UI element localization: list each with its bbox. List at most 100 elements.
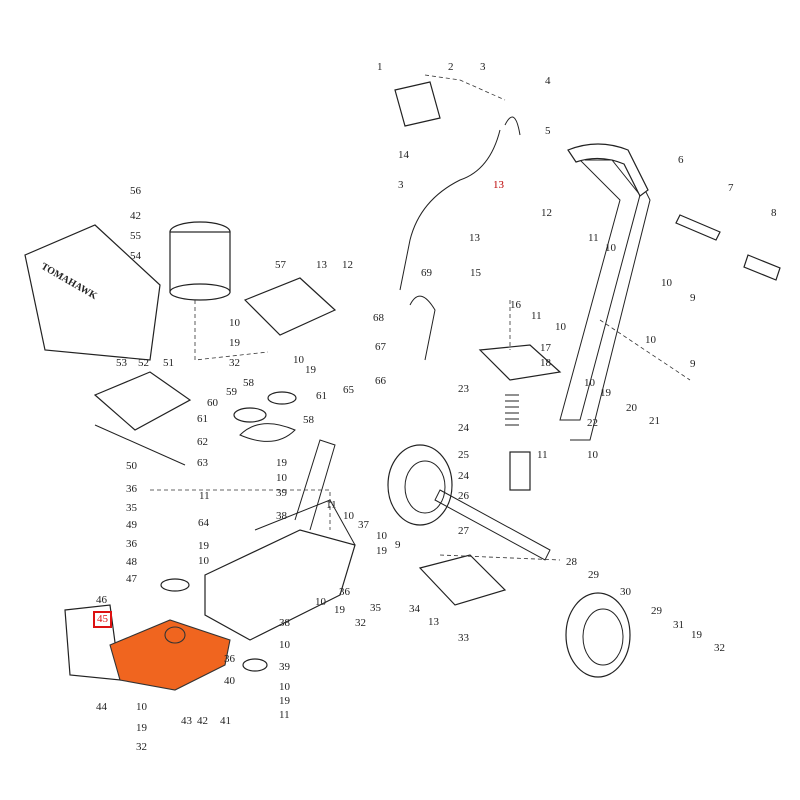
callout-10: 10: [279, 681, 290, 693]
callout-10: 10: [605, 242, 616, 254]
callout-29: 29: [651, 605, 662, 617]
callout-19: 19: [279, 695, 290, 707]
callout-32: 32: [714, 642, 725, 654]
callout-26: 26: [458, 490, 469, 502]
callout-56: 56: [130, 185, 141, 197]
callout-10: 10: [279, 639, 290, 651]
callout-13: 13: [428, 616, 439, 628]
callout-69: 69: [421, 267, 432, 279]
callout-52: 52: [138, 357, 149, 369]
callout-61: 61: [197, 413, 208, 425]
callout-36: 36: [126, 538, 137, 550]
callout-17: 17: [540, 342, 551, 354]
callout-9: 9: [690, 292, 696, 304]
callout-22: 22: [587, 417, 598, 429]
callout-31: 31: [673, 619, 684, 631]
callout-32: 32: [355, 617, 366, 629]
spring-23: [505, 394, 519, 426]
callout-10: 10: [198, 555, 209, 567]
callout-7: 7: [728, 182, 734, 194]
callout-43: 43: [181, 715, 192, 727]
belt-guard-53: [24, 224, 161, 361]
callout-42: 42: [197, 715, 208, 727]
throttle-lever: [409, 295, 436, 361]
callout-25: 25: [458, 449, 469, 461]
callout-10: 10: [587, 449, 598, 461]
callout-65: 65: [343, 384, 354, 396]
callout-37: 37: [358, 519, 369, 531]
callout-19: 19: [305, 364, 316, 376]
callout-3: 3: [398, 179, 404, 191]
callout-11: 11: [199, 490, 210, 502]
callout-5: 5: [545, 125, 551, 137]
callout-61: 61: [316, 390, 327, 402]
callout-47: 47: [126, 573, 137, 585]
callout-54: 54: [130, 250, 141, 262]
callout-19: 19: [198, 540, 209, 552]
callout-58: 58: [303, 414, 314, 426]
callout-63: 63: [197, 457, 208, 469]
callout-19: 19: [600, 387, 611, 399]
callout-10: 10: [136, 701, 147, 713]
callout-35: 35: [370, 602, 381, 614]
callout-32: 32: [136, 741, 147, 753]
callout-10: 10: [555, 321, 566, 333]
callout-24: 24: [458, 470, 469, 482]
callout-9: 9: [690, 358, 696, 370]
callout-11: 11: [537, 449, 548, 461]
callout-19: 19: [229, 337, 240, 349]
callout-30: 30: [620, 586, 631, 598]
rear-wheel-right: [565, 592, 631, 678]
callout-2: 2: [448, 61, 454, 73]
callout-34: 34: [409, 603, 420, 615]
callout-60: 60: [207, 397, 218, 409]
callout-19: 19: [691, 629, 702, 641]
callout-10: 10: [645, 334, 656, 346]
assembly-line: [194, 300, 269, 361]
callout-10: 10: [343, 510, 354, 522]
callout-68: 68: [373, 312, 384, 324]
callout-50: 50: [126, 460, 137, 472]
assembly-line: [599, 319, 691, 381]
callout-12: 12: [342, 259, 353, 271]
callout-13: 13: [316, 259, 327, 271]
callout-49: 49: [126, 519, 137, 531]
callout-1: 1: [377, 61, 383, 73]
engine-54: [169, 221, 231, 301]
callout-23: 23: [458, 383, 469, 395]
callout-48: 48: [126, 556, 137, 568]
callout-38: 38: [276, 510, 287, 522]
axle-bracket-34: [418, 554, 507, 606]
control-cable: [399, 116, 521, 291]
callout-42: 42: [130, 210, 141, 222]
callout-24: 24: [458, 422, 469, 434]
pulley-assembly: [233, 391, 297, 442]
callout-39: 39: [276, 487, 287, 499]
callout-9: 9: [395, 539, 401, 551]
callout-10: 10: [293, 354, 304, 366]
callout-14: 14: [398, 149, 409, 161]
callout-51: 51: [163, 357, 174, 369]
callout-15: 15: [470, 267, 481, 279]
lift-cylinder-25: [509, 451, 531, 491]
assembly-line: [150, 489, 331, 530]
belt-cover-52: [93, 371, 192, 431]
callout-19: 19: [376, 545, 387, 557]
callout-33: 33: [458, 632, 469, 644]
assembly-line: [424, 74, 506, 101]
callout-13: 13: [469, 232, 480, 244]
rear-wheel-left: [387, 444, 453, 526]
callout-8: 8: [771, 207, 777, 219]
callout-44: 44: [96, 701, 107, 713]
callout-4: 4: [545, 75, 551, 87]
blade-holder-45-highlighted: [109, 619, 231, 691]
callout-11: 11: [588, 232, 599, 244]
callout-10: 10: [584, 377, 595, 389]
callout-38: 38: [279, 617, 290, 629]
callout-57: 57: [275, 259, 286, 271]
mount-47: [160, 578, 190, 592]
height-adjust-arm: [294, 439, 336, 531]
handle-assembly: [559, 143, 651, 441]
callout-21: 21: [649, 415, 660, 427]
callout-3: 3: [480, 61, 486, 73]
